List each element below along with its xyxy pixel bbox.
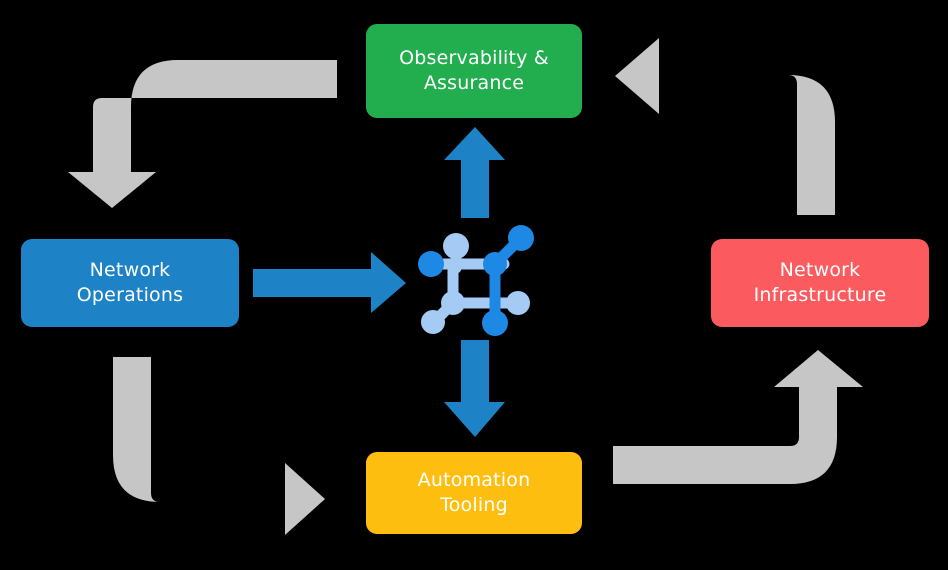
topology-node-light-top [443, 233, 469, 259]
topology-node-dark-center [483, 252, 507, 276]
network-topology-icon[interactable] [418, 225, 534, 336]
blue-arrow-core-to-observability[interactable] [444, 127, 505, 218]
topology-node-light-center-lower [441, 291, 465, 315]
blue-arrow-operations-to-core[interactable] [253, 252, 406, 313]
gray-arrow-infrastructure-to-observability[interactable] [615, 38, 835, 215]
topology-node-light-right [506, 291, 530, 315]
node-network-operations[interactable]: Network Operations [21, 239, 239, 327]
topology-node-dark-left [418, 251, 444, 277]
topology-node-dark-bottom [482, 310, 508, 336]
gray-arrow-operations-to-automation[interactable] [113, 357, 325, 535]
node-observability-assurance[interactable]: Observability & Assurance [366, 24, 582, 118]
gray-arrow-automation-to-infrastructure[interactable] [613, 350, 863, 484]
blue-arrow-core-to-automation[interactable] [444, 340, 505, 437]
node-automation-tooling[interactable]: Automation Tooling [366, 452, 582, 534]
topology-node-light-bottom-left [421, 310, 445, 334]
topology-node-dark-top-right [508, 225, 534, 251]
gray-arrow-observability-to-operations[interactable] [68, 60, 337, 208]
node-network-infrastructure[interactable]: Network Infrastructure [711, 239, 929, 327]
